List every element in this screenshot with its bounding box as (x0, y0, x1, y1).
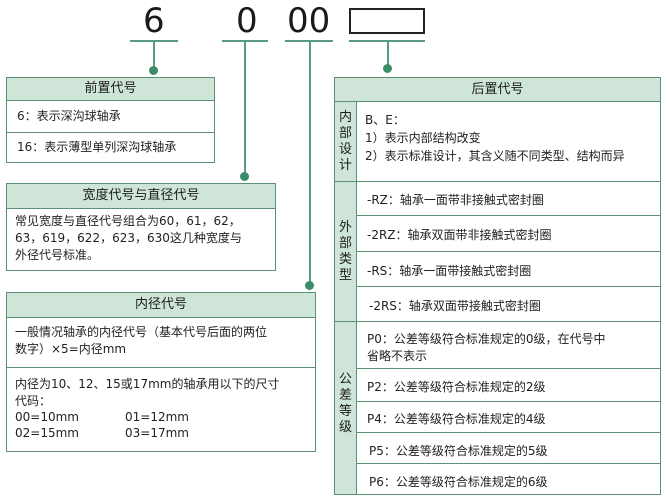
bore-p1-line-2: 数字）×5=内径mm (15, 342, 127, 356)
bore-code-01: 01=12mm (125, 410, 189, 424)
connector-width (244, 40, 246, 176)
code-digit-00: 00 (287, 1, 331, 41)
internal-line-3: 2）表示标准设计，其含义随不同类型、结构而异 (365, 149, 625, 163)
internal-line-1: B、E： (365, 113, 405, 127)
bore-p1-line-1: 一般情况轴承的内径代号（基本代号后面的两位 (15, 325, 268, 339)
tolerance-grade-label: 公 差 等 级 (335, 322, 357, 494)
tolerance-item-p2: P2：公差等级符合标准规定的2级 (357, 369, 660, 402)
bore-p2-line-2: 代码： (15, 394, 52, 408)
connector-bore (309, 40, 311, 286)
width-diameter-title: 宽度代号与直径代号 (7, 184, 275, 209)
external-item-rs: -RS：轴承一面带接触式密封圈 (357, 252, 660, 287)
external-item-2rz: -2RZ：轴承双面带非接触式密封圈 (357, 216, 660, 252)
tolerance-item-p5: P5：公差等级符合标准规定的5级 (357, 433, 660, 464)
bore-title: 内径代号 (7, 293, 315, 318)
internal-design-label: 内 部 设 计 (335, 102, 357, 182)
internal-design-content: B、E： 1）表示内部结构改变 2）表示标准设计，其含义随不同类型、结构而异 (357, 102, 660, 182)
prefix-item-16: 16：表示薄型单列深沟球轴承 (17, 140, 177, 154)
code-digit-0: 0 (236, 1, 258, 41)
bore-code-02: 02=15mm (15, 426, 79, 440)
bore-p2-line-1: 内径为10、12、15或17mm的轴承用以下的尺寸 (15, 377, 280, 391)
connector-dot-suffix (383, 64, 392, 73)
bore-divider (7, 367, 315, 368)
tolerance-item-p4: P4：公差等级符合标准规定的4级 (357, 402, 660, 433)
suffix-panel: 后置代号 内 部 设 计 B、E： 1）表示内部结构改变 2）表示标准设计，其含… (334, 77, 661, 495)
connector-dot-bore (305, 281, 314, 290)
width-diameter-line-2: 63，619，622，623，630这几种宽度与 (15, 231, 242, 245)
external-item-2rs: -2RS：轴承双面带接触式密封圈 (357, 287, 660, 322)
width-diameter-line-1: 常见宽度与直径代号组合为60，61，62， (15, 214, 241, 228)
connector-prefix (153, 40, 155, 70)
tolerance-item-p6: P6：公差等级符合标准规定的6级 (369, 475, 548, 489)
prefix-panel: 前置代号 6：表示深沟球轴承 16：表示薄型单列深沟球轴承 (6, 77, 215, 163)
prefix-title: 前置代号 (7, 78, 214, 101)
internal-line-2: 1）表示内部结构改变 (365, 131, 481, 145)
bore-code-00: 00=10mm (15, 410, 79, 424)
prefix-item-6: 6：表示深沟球轴承 (7, 101, 214, 133)
external-item-rz: -RZ：轴承一面带非接触式密封圈 (357, 182, 660, 216)
bore-panel: 内径代号 一般情况轴承的内径代号（基本代号后面的两位 数字）×5=内径mm 内径… (6, 292, 316, 452)
suffix-placeholder-box (349, 8, 425, 34)
connector-suffix (387, 40, 389, 68)
code-digit-6: 6 (143, 1, 165, 41)
tolerance-item-p0: P0：公差等级符合标准规定的0级，在代号中 省略不表示 (357, 322, 660, 369)
connector-dot-width (240, 172, 249, 181)
suffix-title: 后置代号 (335, 78, 660, 102)
width-diameter-line-3: 外径代号标准。 (15, 248, 100, 262)
width-diameter-panel: 宽度代号与直径代号 常见宽度与直径代号组合为60，61，62， 63，619，6… (6, 183, 276, 271)
connector-dot-prefix (149, 66, 158, 75)
external-type-label: 外 部 类 型 (335, 182, 357, 322)
bore-code-03: 03=17mm (125, 426, 189, 440)
